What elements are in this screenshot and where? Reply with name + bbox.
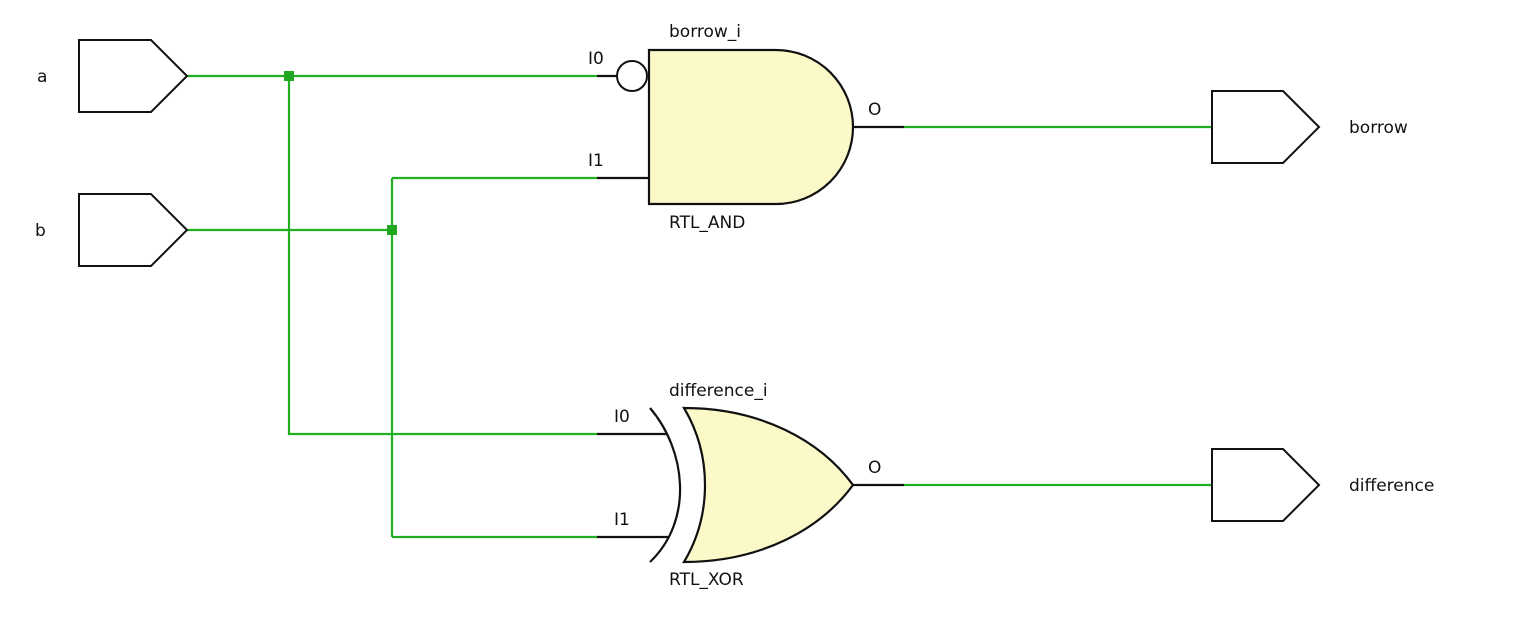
xor-gate-body: [682, 406, 855, 564]
and-gate-pin-i0-label: I0: [588, 49, 604, 69]
xor-gate-difference[interactable]: difference_i I0 I1 O RTL_XOR: [597, 381, 904, 590]
and-gate-borrow[interactable]: borrow_i I0 I1 O RTL_AND: [588, 22, 904, 233]
nets: [187, 71, 1212, 539]
xor-gate-type-label: RTL_XOR: [669, 570, 744, 590]
output-port-difference-label: difference: [1349, 476, 1434, 496]
xor-gate-pin-i0-label: I0: [614, 407, 630, 427]
output-port-difference-shape: [1211, 448, 1321, 522]
output-port-borrow-shape: [1211, 90, 1321, 164]
output-port-borrow-label: borrow: [1349, 118, 1408, 138]
input-port-b-shape: [78, 193, 189, 267]
and-gate-pin-o-label: O: [868, 100, 881, 120]
junction-dot-b: [387, 225, 397, 235]
and-gate-inversion-bubble: [616, 60, 648, 92]
input-port-a[interactable]: a: [37, 39, 189, 113]
junction-dot-a: [284, 71, 294, 81]
and-gate-body: [647, 48, 855, 206]
xor-gate-input-arc: [649, 407, 682, 563]
xor-gate-pin-i1-label: I1: [614, 510, 630, 530]
output-port-borrow[interactable]: borrow: [1211, 90, 1408, 164]
input-port-b-label: b: [35, 221, 46, 241]
input-port-b[interactable]: b: [35, 193, 189, 267]
xor-gate-pin-o-label: O: [868, 458, 881, 478]
and-gate-instance-label: borrow_i: [669, 22, 741, 42]
and-gate-type-label: RTL_AND: [669, 213, 745, 233]
output-port-difference[interactable]: difference: [1211, 448, 1434, 522]
and-gate-pin-i1-label: I1: [588, 151, 604, 171]
xor-gate-instance-label: difference_i: [669, 381, 768, 401]
net-a[interactable]: [187, 74, 597, 436]
input-port-a-shape: [78, 39, 189, 113]
input-port-a-label: a: [37, 67, 47, 87]
net-b[interactable]: [187, 176, 597, 539]
